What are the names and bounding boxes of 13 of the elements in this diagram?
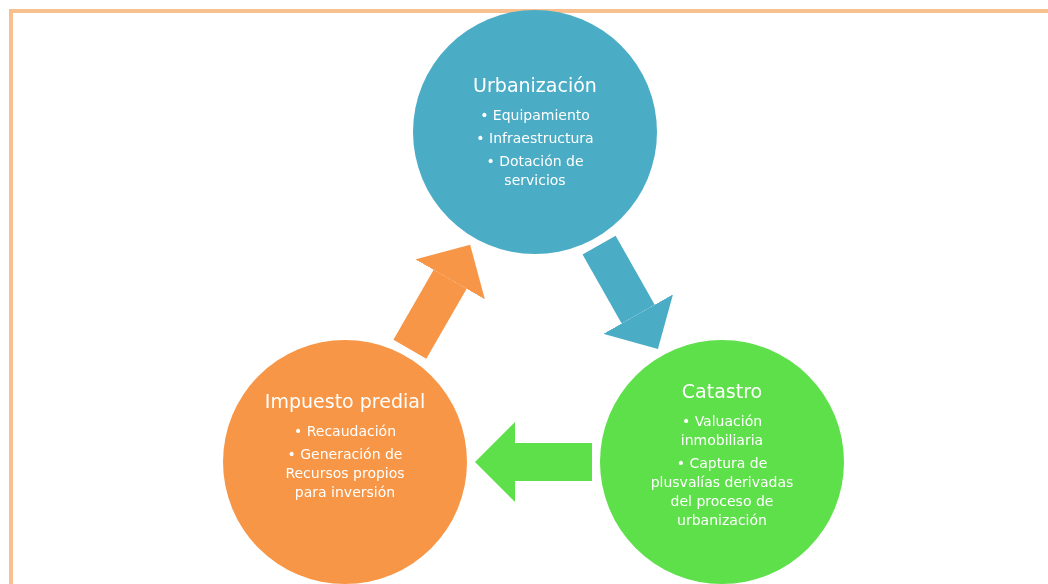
bullet-item: • Captura de plusvalías derivadas del proceso de urbanización — [649, 454, 795, 530]
node-title: Urbanización — [473, 74, 597, 96]
node-title: Impuesto predial — [264, 390, 426, 412]
block-arrow — [475, 422, 592, 502]
node-title: Catastro — [681, 380, 763, 402]
block-arrow — [582, 235, 673, 349]
bullet-item: • Recaudación — [293, 422, 397, 441]
bullet-item: • Dotación de servicios — [485, 152, 585, 190]
bullet-item: • Equipamiento — [480, 106, 590, 125]
bullet-item: • Generación de Recursos propios para inversión — [284, 445, 406, 502]
bullet-item: • Valuación inmobiliaria — [679, 412, 765, 450]
bullet-item: • Infraestructura — [476, 129, 594, 148]
block-arrow — [393, 244, 485, 359]
